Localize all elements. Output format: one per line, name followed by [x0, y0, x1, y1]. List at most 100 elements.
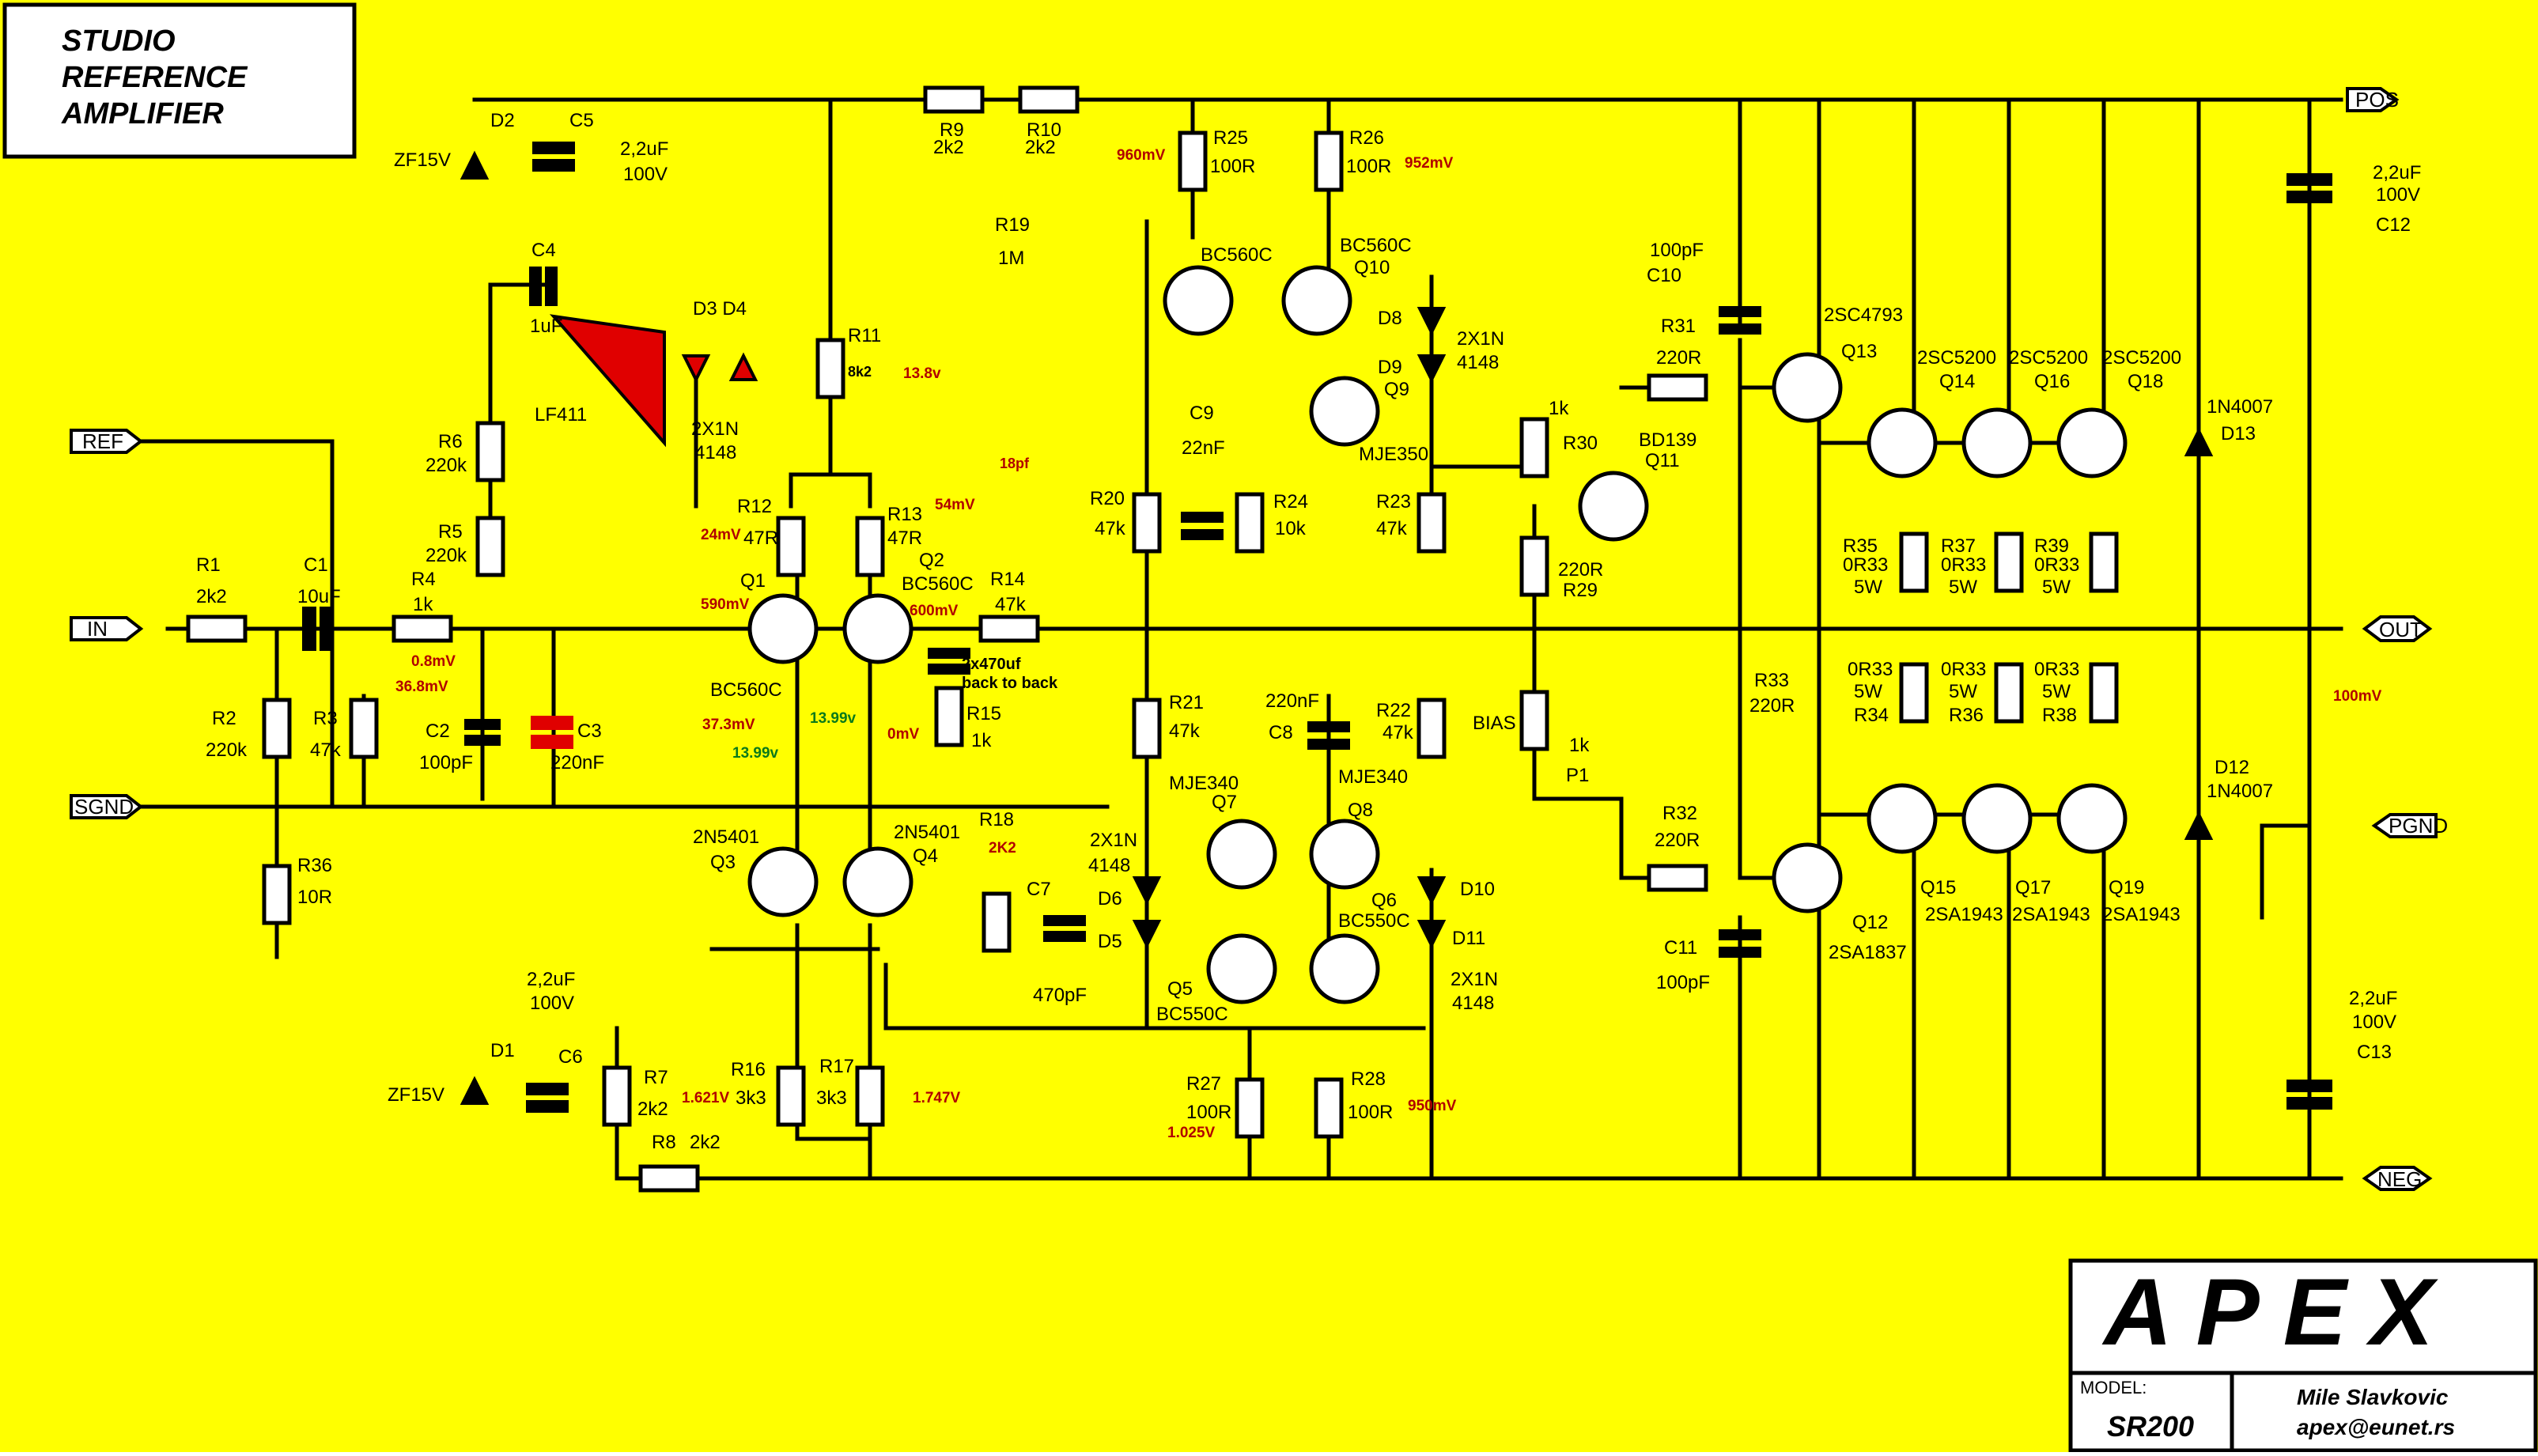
label-c8v: 220nF: [1265, 690, 1319, 712]
label-d6: D6: [1098, 888, 1122, 910]
label-p1v: 1k: [1569, 735, 1590, 756]
author-name: Mile Slavkovic: [2297, 1385, 2449, 1409]
label-q12: Q12: [1852, 912, 1888, 933]
q8-symbol: [1309, 819, 1380, 890]
label-r9v: 2k2: [933, 137, 964, 158]
label-d1011v1: 2X1N: [1451, 969, 1498, 990]
label-r35w: 5W: [1854, 577, 1882, 598]
label-cap-bb2: back to back: [962, 675, 1058, 692]
label-q8: Q8: [1348, 800, 1373, 821]
r9-body: [923, 85, 985, 114]
label-r25: R25: [1213, 127, 1248, 149]
label-c1v: 10uF: [297, 586, 341, 607]
label-d56v2: 4148: [1088, 855, 1130, 876]
resistors: [186, 85, 2119, 1193]
meas-36-8mv: 36.8mV: [395, 679, 448, 695]
c9-body: [1181, 512, 1224, 523]
label-r24v: 10k: [1275, 518, 1307, 539]
c8-body: [1307, 721, 1350, 732]
r17-body: [855, 1065, 885, 1127]
r14-body: [978, 615, 1040, 643]
label-c13: C13: [2357, 1042, 2392, 1063]
meas-590mv: 590mV: [701, 596, 750, 613]
port-out: OUT: [2362, 615, 2433, 642]
label-c3v: 220nF: [550, 752, 604, 773]
label-r30: R30: [1563, 433, 1598, 454]
meas-600mv: 600mV: [910, 603, 959, 619]
q7-symbol: [1206, 819, 1277, 890]
meas-960mv: 960mV: [1117, 147, 1166, 164]
label-r28v: 100R: [1348, 1102, 1393, 1123]
q5-symbol: [1206, 933, 1277, 1004]
model-label: MODEL:: [2080, 1378, 2147, 1397]
label-q5: Q5: [1167, 978, 1193, 1000]
label-c9: C9: [1190, 403, 1214, 424]
capacitors: [302, 142, 2332, 1113]
c2-body: [464, 719, 501, 730]
r30-body: [1519, 417, 1549, 478]
label-n4007a: 1N4007: [2207, 396, 2273, 418]
meas-37-3mv: 37.3mV: [702, 717, 755, 733]
label-d12: D12: [2215, 757, 2249, 778]
label-d34v2: 4148: [694, 442, 736, 463]
r23-body: [1417, 492, 1447, 554]
label-r38: R38: [2042, 705, 2077, 726]
port-neg: NEG: [2362, 1166, 2433, 1191]
label-r31v: 220R: [1656, 347, 1701, 369]
r5-body: [475, 516, 505, 577]
d8-symbol: [1417, 307, 1447, 336]
label-r24: R24: [1273, 491, 1308, 512]
label-d3d4: D3 D4: [693, 298, 747, 320]
label-bc560c-a: BC560C: [710, 679, 782, 701]
title-block: APEX MODEL: SR200 Mile Slavkovic apex@eu…: [2068, 1258, 2538, 1453]
label-r37v: 0R33: [1941, 554, 1986, 576]
label-c1: C1: [304, 554, 328, 576]
meas-950mv: 950mV: [1408, 1098, 1457, 1114]
label-r5: R5: [438, 521, 463, 543]
r37-body: [1994, 531, 2024, 593]
label-r36v: 10R: [297, 887, 332, 908]
q19-symbol: [2056, 783, 2128, 854]
label-r17v: 3k3: [816, 1087, 847, 1109]
label-n5401a: 2N5401: [693, 826, 759, 848]
label-d89v1: 2X1N: [1457, 328, 1504, 350]
label-r1: R1: [196, 554, 221, 576]
r26-body: [1314, 130, 1344, 192]
label-bc560c-b: BC560C: [902, 573, 974, 595]
d4-symbol: [728, 352, 758, 381]
r28-body: [1314, 1077, 1344, 1139]
label-c11v: 100pF: [1656, 972, 1710, 993]
diodes: [460, 150, 2214, 1105]
label-c2v: 100pF: [419, 752, 473, 773]
r21-body: [1132, 698, 1162, 759]
r12-body: [776, 516, 806, 577]
c6-body: [526, 1083, 569, 1095]
label-r14v: 47k: [995, 594, 1027, 615]
label-r30v: 1k: [1549, 398, 1569, 419]
label-q19: Q19: [2109, 877, 2144, 898]
q17-symbol: [1961, 783, 2033, 854]
label-sc5200b: 2SC5200: [2009, 347, 2088, 369]
q13-symbol: [1772, 352, 1843, 423]
d13-symbol: [2184, 427, 2214, 456]
c1-body: [302, 607, 316, 651]
label-d5: D5: [1098, 931, 1122, 952]
q11-symbol: [1578, 471, 1649, 542]
label-r27v: 100R: [1186, 1102, 1231, 1123]
label-r15v: 1k: [971, 730, 992, 751]
label-r26: R26: [1349, 127, 1384, 149]
label-c13v2: 100V: [2352, 1012, 2396, 1033]
label-r22: R22: [1376, 700, 1411, 721]
q2-symbol: [842, 593, 913, 664]
port-sgnd-label: SGND: [74, 795, 134, 819]
label-r20v: 47k: [1095, 518, 1126, 539]
d9-symbol: [1417, 354, 1447, 384]
label-r23: R23: [1376, 491, 1411, 512]
label-q1: Q1: [740, 570, 766, 592]
label-c5v1: 2,2uF: [620, 138, 668, 160]
label-r39w: 5W: [2042, 577, 2071, 598]
label-c4: C4: [531, 240, 556, 261]
port-in: IN: [70, 616, 144, 641]
label-sc4793: 2SC4793: [1824, 304, 1903, 326]
